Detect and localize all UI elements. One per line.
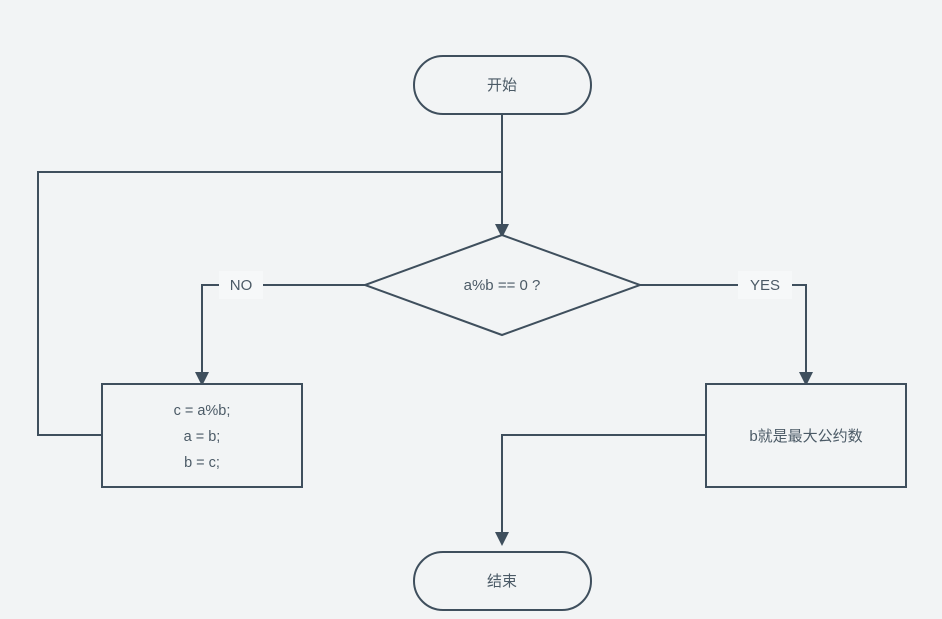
node-decision[interactable]: a%b == 0 ? bbox=[362, 233, 643, 337]
edge-result-to-end bbox=[495, 434, 707, 546]
node-result-label: b就是最大公约数 bbox=[749, 428, 862, 445]
node-start-label: 开始 bbox=[487, 77, 517, 94]
arrowhead-into-process bbox=[195, 372, 209, 386]
node-start[interactable]: 开始 bbox=[413, 55, 592, 115]
edge-label-no: NO bbox=[230, 277, 253, 294]
node-process-line-2: a = b; bbox=[184, 429, 221, 445]
node-process-line-3: b = c; bbox=[184, 455, 220, 471]
node-end[interactable]: 结束 bbox=[413, 551, 592, 611]
node-process-shape[interactable] bbox=[101, 383, 303, 488]
node-start-shape[interactable] bbox=[413, 55, 592, 115]
node-end-shape[interactable] bbox=[413, 551, 592, 611]
edge-line-loopback bbox=[37, 171, 503, 436]
node-process[interactable]: c = a%b; a = b; b = c; bbox=[101, 383, 303, 488]
arrowhead-into-end bbox=[495, 532, 509, 546]
node-end-label: 结束 bbox=[487, 573, 517, 590]
edge-label-yes-badge bbox=[738, 271, 792, 299]
edge-decision-no: NO bbox=[195, 271, 366, 386]
edge-line-result-end bbox=[501, 434, 707, 538]
edge-line-yes bbox=[639, 284, 807, 378]
node-decision-label: a%b == 0 ? bbox=[464, 277, 541, 294]
node-process-line-1: c = a%b; bbox=[174, 403, 231, 419]
edge-label-no-badge bbox=[219, 271, 263, 299]
node-decision-shape[interactable] bbox=[362, 233, 643, 337]
node-result-shape[interactable] bbox=[705, 383, 907, 488]
edge-process-loopback bbox=[37, 171, 503, 436]
edge-start-to-decision bbox=[495, 113, 509, 238]
node-result[interactable]: b就是最大公约数 bbox=[705, 383, 907, 488]
edge-label-yes: YES bbox=[750, 277, 780, 294]
edge-line-no bbox=[201, 284, 366, 378]
arrowhead-into-decision bbox=[495, 224, 509, 238]
arrowhead-into-result bbox=[799, 372, 813, 386]
edge-decision-yes: YES bbox=[639, 271, 813, 386]
